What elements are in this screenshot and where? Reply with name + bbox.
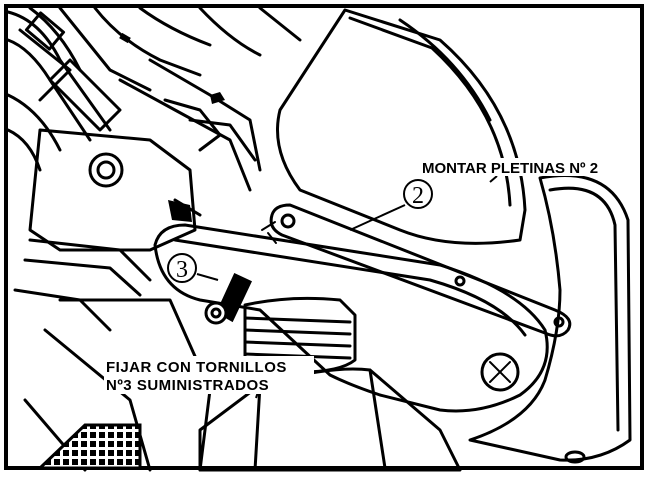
diagram-frame — [4, 4, 644, 470]
rear-housing — [468, 174, 632, 464]
callout-circle-3: 3 — [167, 253, 197, 283]
callout-fix-line2: Nº3 SUMINISTRADOS — [106, 377, 269, 394]
callout-fix-line1: FIJAR CON TORNILLOS — [106, 359, 287, 376]
svg-text:2: 2 — [412, 183, 424, 209]
svg-text:3: 3 — [176, 257, 188, 283]
ink-fills — [119, 32, 225, 222]
grille-mesh — [36, 423, 142, 470]
callout-mount-plates: MONTAR PLETINAS Nº 2 — [422, 160, 598, 177]
callout-circle-2: 2 — [403, 179, 433, 209]
headlight-housing — [276, 8, 527, 245]
screw-no3 — [204, 273, 253, 325]
plate-no2 — [261, 203, 572, 338]
